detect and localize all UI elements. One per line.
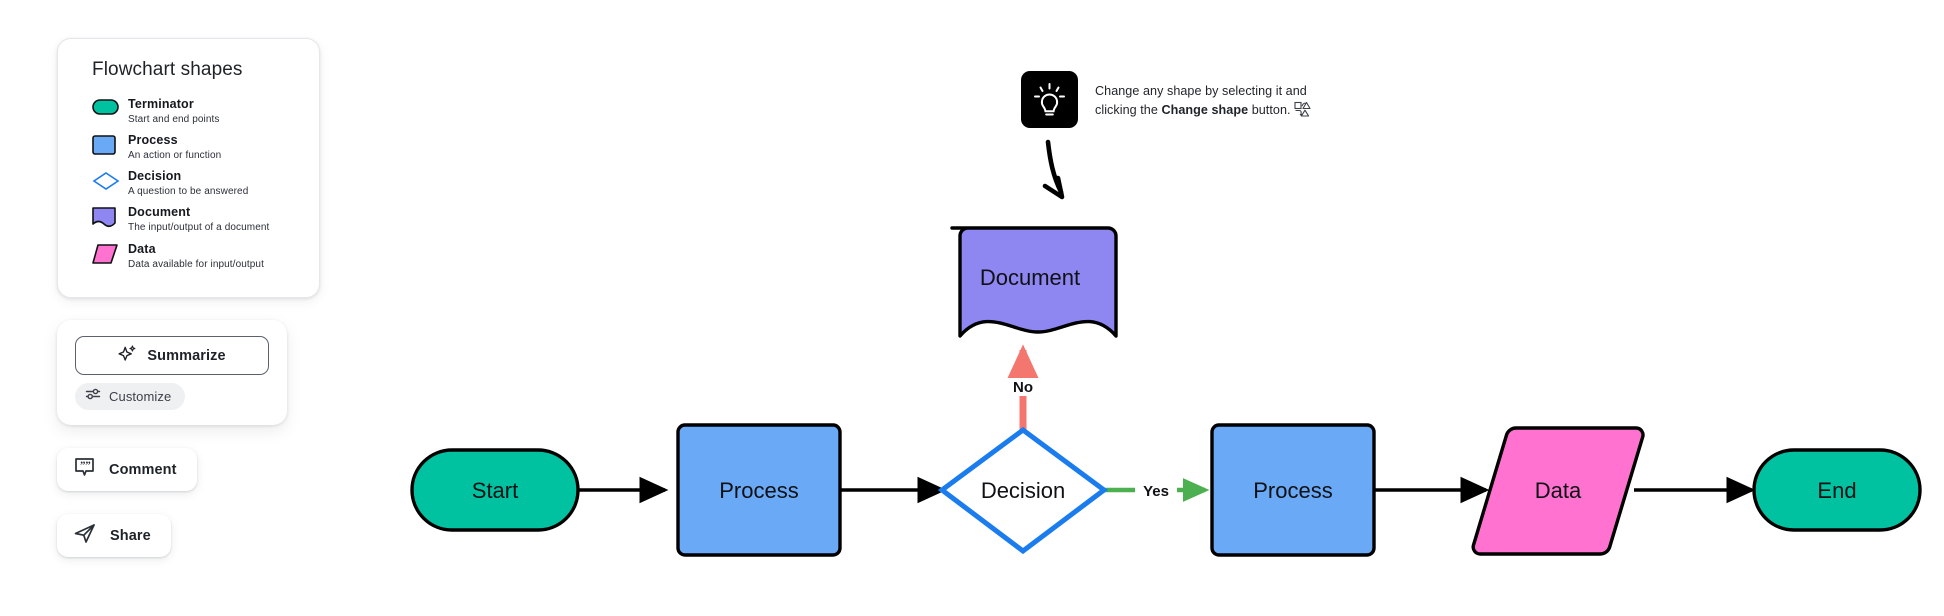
comment-label: Comment <box>109 461 177 478</box>
node-process-2[interactable]: Process <box>1210 423 1376 557</box>
share-label: Share <box>110 527 151 544</box>
legend-item-process: Process An action or function <box>92 133 221 162</box>
node-process-1[interactable]: Process <box>676 423 842 557</box>
customize-label: Customize <box>109 389 172 404</box>
svg-text:”: ” <box>80 459 86 471</box>
summarize-button[interactable]: Summarize <box>75 336 269 375</box>
change-shape-icon <box>1294 101 1311 123</box>
flowchart-shapes-legend-card: Flowchart shapes Terminator Start and en… <box>57 38 320 298</box>
lightbulb-tip-icon <box>1021 71 1078 128</box>
legend-item-desc: Start and end points <box>128 114 220 125</box>
legend-item-terminator: Terminator Start and end points <box>92 97 220 126</box>
ai-actions-panel: Summarize Customize <box>57 320 287 425</box>
customize-button[interactable]: Customize <box>75 383 186 410</box>
node-document[interactable]: Document <box>950 226 1118 338</box>
comment-button[interactable]: ” ” Comment <box>57 448 197 491</box>
node-start[interactable]: Start <box>410 448 580 532</box>
edge-decision-to-document: No <box>1006 344 1040 432</box>
legend-item-desc: Data available for input/output <box>128 259 264 270</box>
legend-item-desc: A question to be answered <box>128 186 249 197</box>
callout-curved-arrow <box>1042 139 1065 200</box>
share-button[interactable]: Share <box>57 514 171 557</box>
data-swatch-icon <box>92 242 128 264</box>
tooltip-bold-term: Change shape <box>1161 103 1249 117</box>
node-label-end: End <box>1817 478 1856 503</box>
legend-item-decision: Decision A question to be answered <box>92 169 248 198</box>
legend-item-name: Terminator <box>128 97 194 111</box>
legend-title: Flowchart shapes <box>92 59 243 80</box>
sliders-icon <box>85 387 101 406</box>
edge-label-yes: Yes <box>1143 483 1169 500</box>
document-swatch-icon <box>92 205 128 228</box>
legend-item-name: Document <box>128 205 191 219</box>
node-data[interactable]: Data <box>1471 426 1645 556</box>
send-icon <box>73 522 97 550</box>
legend-item-name: Data <box>128 242 156 256</box>
decision-swatch-icon <box>92 169 128 191</box>
summarize-label: Summarize <box>147 347 226 364</box>
edge-label-no: No <box>1013 379 1033 396</box>
sparkle-icon <box>118 344 137 368</box>
tooltip-text-after: button. <box>1248 103 1291 117</box>
legend-item-desc: An action or function <box>128 150 222 161</box>
node-label-document: Document <box>980 265 1080 290</box>
tooltip-text-before: Change any shape by selecting it and cli… <box>1095 84 1307 117</box>
node-label-process2: Process <box>1253 478 1332 503</box>
edge-decision-to-process2: Yes <box>1105 478 1210 502</box>
node-label-process1: Process <box>719 478 798 503</box>
node-decision[interactable]: Decision <box>937 426 1109 555</box>
node-label-decision: Decision <box>981 478 1065 503</box>
process-swatch-icon <box>92 133 128 155</box>
legend-item-data: Data Data available for input/output <box>92 242 264 271</box>
node-label-start: Start <box>472 478 518 503</box>
comment-icon: ” ” <box>73 456 96 484</box>
svg-text:”: ” <box>85 459 91 471</box>
legend-item-name: Decision <box>128 169 182 183</box>
legend-item-name: Process <box>128 133 178 147</box>
terminator-swatch-icon <box>92 97 128 115</box>
node-end[interactable]: End <box>1752 448 1922 532</box>
tooltip-text: Change any shape by selecting it and cli… <box>1095 82 1335 123</box>
legend-item-desc: The input/output of a document <box>128 222 270 233</box>
legend-item-document: Document The input/output of a document <box>92 205 269 234</box>
node-label-data: Data <box>1535 478 1582 503</box>
